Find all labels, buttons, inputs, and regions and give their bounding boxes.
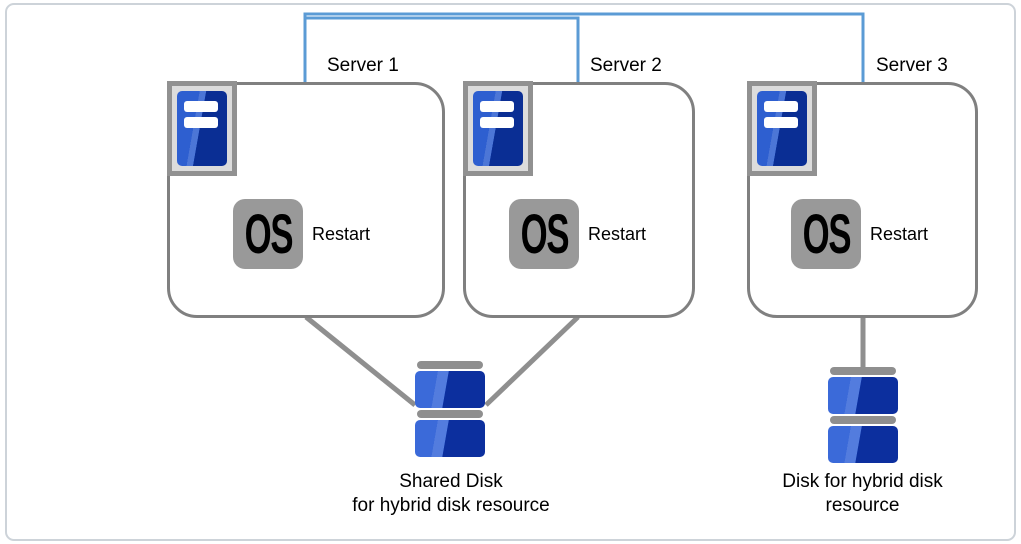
restart-label: Restart <box>588 223 647 244</box>
server1-to-shared-disk-line <box>304 315 417 407</box>
os-icon: OS <box>791 199 861 269</box>
shared-disk-label-line2: for hybrid disk resource <box>352 495 550 516</box>
disk-cap <box>417 361 483 369</box>
disk-platter <box>828 426 898 463</box>
server-2-os-restart: OS Restart <box>509 199 646 269</box>
hybrid-disk-label-line2: resource <box>825 495 900 516</box>
server-icon <box>463 81 533 176</box>
server-icon-slot <box>184 101 218 112</box>
server-icon-slot <box>480 117 514 128</box>
server-2-label: Server 2 <box>590 55 662 76</box>
shared-disk-icon <box>415 361 485 459</box>
server2-to-shared-disk-line <box>484 315 580 407</box>
disk-platter <box>415 420 485 457</box>
server-icon-panel <box>757 91 807 166</box>
server-1-label: Server 1 <box>327 55 399 76</box>
os-icon-text: OS <box>802 202 851 265</box>
hybrid-disk-label-line1: Disk for hybrid disk <box>782 471 943 492</box>
network-bus-line-inner <box>303 16 580 82</box>
os-icon: OS <box>509 199 579 269</box>
server-1-os-restart: OS Restart <box>233 199 370 269</box>
server-icon <box>167 81 237 176</box>
hybrid-disk-icon <box>828 367 898 465</box>
server-icon-panel <box>473 91 523 166</box>
os-icon-text: OS <box>520 202 569 265</box>
server-icon-slot <box>764 101 798 112</box>
restart-label: Restart <box>870 223 929 244</box>
shared-disk-label: Shared Disk for hybrid disk resource <box>331 470 571 518</box>
server-3-label: Server 3 <box>876 55 948 76</box>
server-icon-slot <box>184 117 218 128</box>
os-icon: OS <box>233 199 303 269</box>
disk-cap <box>830 416 896 424</box>
server-icon-panel <box>177 91 227 166</box>
os-icon-text: OS <box>244 202 293 265</box>
server-3-os-restart: OS Restart <box>791 199 928 269</box>
server-2-box <box>463 82 695 318</box>
disk-platter <box>415 371 485 408</box>
server-icon-slot <box>480 101 514 112</box>
disk-cap <box>830 367 896 375</box>
shared-disk-label-line1: Shared Disk <box>399 471 503 492</box>
server-icon <box>747 81 817 176</box>
restart-label: Restart <box>312 223 371 244</box>
disk-platter <box>828 377 898 414</box>
disk-cap <box>417 410 483 418</box>
server-icon-slot <box>764 117 798 128</box>
hybrid-disk-label: Disk for hybrid disk resource <box>752 470 973 518</box>
